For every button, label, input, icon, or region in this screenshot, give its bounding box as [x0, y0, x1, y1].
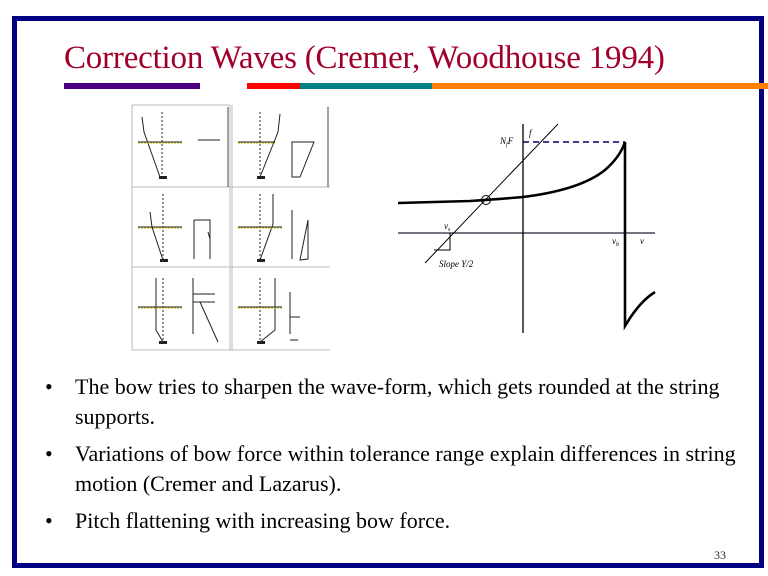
vs-label: vs [444, 221, 451, 233]
operating-point-circle [481, 195, 491, 205]
force-limit-label: NfF [499, 136, 514, 148]
bullet-item: • Pitch flattening with increasing bow fo… [45, 506, 745, 536]
bullet-text: Variations of bow force within tolerance… [75, 441, 736, 496]
bullet-text: Pitch flattening with increasing bow for… [75, 508, 451, 533]
slide-title: Correction Waves (Cremer, Woodhouse 1994… [64, 40, 665, 76]
bullet-list: • The bow tries to sharpen the wave-form,… [45, 372, 745, 543]
title-underline-red [247, 83, 300, 89]
title-underline-teal [300, 83, 432, 89]
slope-line [424, 123, 559, 264]
force-axis-label: f [529, 128, 533, 138]
vb-label: vb [612, 236, 619, 248]
slide-border [12, 16, 764, 568]
title-underline-orange [432, 83, 768, 89]
bullet-marker: • [45, 374, 53, 399]
slope-label: Slope Y/2 [439, 259, 474, 269]
bullet-marker: • [45, 508, 53, 533]
title-underline-purple [64, 83, 200, 89]
bullet-item: • The bow tries to sharpen the wave-form,… [45, 372, 745, 432]
slope-triangle [434, 233, 451, 251]
string-motion-panels-figure [131, 104, 330, 351]
friction-curve-figure: NfF f vs vb v Slope Y/2 [397, 123, 656, 333]
page-number: 33 [714, 548, 726, 562]
bullet-marker: • [45, 441, 53, 466]
bullet-text: The bow tries to sharpen the wave-form, … [75, 374, 720, 429]
friction-curve [397, 141, 656, 331]
bullet-item: • Variations of bow force within toleranc… [45, 439, 745, 499]
velocity-axis-label: v [640, 236, 644, 246]
